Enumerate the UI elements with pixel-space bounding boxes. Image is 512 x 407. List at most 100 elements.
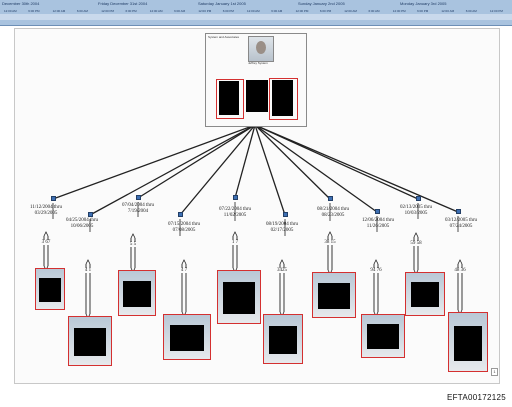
redaction-block: [219, 81, 239, 115]
timeline-time: 6:00 PM: [417, 9, 429, 13]
timeline-time: 6:00 AM: [465, 9, 477, 13]
redaction-block: [318, 282, 350, 310]
bracket-cap: [43, 231, 49, 237]
person-photo: [217, 270, 261, 324]
timeline-time: 12:00 PM: [490, 9, 503, 13]
count-label: 48 36: [454, 268, 466, 273]
redaction-block: [410, 282, 440, 308]
hub-name: Jeffrey System: [248, 61, 268, 65]
count-label: 1 7: [231, 240, 239, 245]
page-number: 1: [491, 368, 498, 376]
spoke-line: [179, 124, 256, 216]
timeline-time: 6:00 AM: [174, 9, 186, 13]
branch-node: [374, 209, 380, 214]
timeline-time: 12:00 AM: [441, 9, 455, 13]
timeline-time: 12:00 AM: [52, 9, 66, 13]
bracket-cap: [279, 259, 285, 265]
redaction-block: [223, 282, 255, 314]
person-photo: [405, 272, 445, 316]
count-label: 94 76: [370, 268, 382, 273]
bracket-cap: [327, 231, 333, 237]
branch-node: [415, 196, 421, 201]
spoke-line: [89, 124, 256, 216]
hub-photo: [248, 36, 274, 62]
redaction-block: [367, 324, 399, 350]
bracket-cap: [130, 233, 136, 239]
redaction-block: [74, 327, 106, 357]
spoke-line: [254, 124, 331, 200]
timeline-date: December 30th 2004: [2, 1, 40, 6]
bracket-cap: [85, 259, 91, 265]
redaction-block: [453, 325, 483, 361]
redaction-block: [123, 280, 151, 308]
branch-node: [232, 195, 238, 200]
spoke-line: [254, 124, 378, 213]
timeline-time: 6:00 PM: [222, 9, 234, 13]
timeline-time: 6:00 PM: [28, 9, 40, 13]
timeline-time: 12:00 AM: [149, 9, 163, 13]
branch-node: [327, 196, 333, 201]
timeline-time: 12:00 AM: [344, 9, 357, 13]
hub-redaction-frame: [269, 78, 298, 120]
branch-node: [135, 195, 141, 200]
person-photo: [68, 316, 112, 366]
timeline-time: 12:00 PM: [101, 9, 115, 13]
timeline-time: 12:00 PM: [295, 9, 309, 13]
branch-node: [455, 209, 461, 214]
count-label: 38 15: [324, 240, 336, 245]
timeline-header: December 30th 2004 Friday December 31st …: [0, 0, 512, 26]
redaction-block: [246, 80, 268, 112]
bates-number: EFTA00172125: [446, 393, 506, 402]
person-photo: [361, 314, 405, 358]
count-label: 4 1: [84, 268, 92, 273]
bracket-cap: [373, 259, 379, 265]
branch-node: [87, 212, 93, 217]
timeline-time: 6:00 AM: [368, 9, 380, 13]
timeline-date: Friday December 31st 2004: [98, 1, 148, 6]
timeline-time: 6:00 AM: [271, 9, 283, 13]
redaction-block: [272, 80, 293, 116]
person-photo: [35, 268, 65, 310]
person-photo: [312, 272, 356, 318]
spoke-line: [234, 124, 256, 199]
redaction-block: [169, 324, 205, 352]
branch-node: [177, 212, 183, 217]
bracket-cap: [181, 259, 187, 265]
hub-redaction-frame: [216, 79, 244, 119]
timeline-strip: [0, 14, 512, 20]
timeline-time: 12:00 AM: [247, 9, 260, 13]
timeline-time: 12:00 AM: [4, 9, 17, 13]
count-label: 3425: [277, 268, 287, 273]
timeline-time: 12:00 PM: [392, 9, 406, 13]
branch-node: [50, 196, 56, 201]
bracket-cap: [413, 232, 419, 238]
person-photo: [118, 270, 156, 316]
timeline-time: 6:00 PM: [319, 9, 332, 13]
central-node: System and Associates Jeffrey System: [205, 33, 307, 127]
timeline-time: 6:00 PM: [125, 9, 137, 13]
count-label: 5 5: [129, 242, 137, 247]
hub-label: System and Associates: [208, 35, 240, 39]
spoke-line: [254, 124, 459, 213]
spoke-line: [52, 124, 256, 200]
redaction-block: [268, 325, 298, 355]
redaction-block: [39, 277, 61, 302]
timeline-date: Sunday January 2nd 2005: [298, 1, 345, 6]
person-photo: [163, 314, 211, 360]
count-label: 59 58: [410, 241, 422, 246]
face-shape: [256, 41, 266, 54]
count-label: 3 67: [41, 240, 51, 245]
count-label: 4 7: [180, 268, 188, 273]
timeline-time: 6:00 AM: [76, 9, 88, 13]
timeline-time: 12:00 PM: [198, 9, 212, 13]
timeline-date: Saturday January 1st 2005: [198, 1, 246, 6]
